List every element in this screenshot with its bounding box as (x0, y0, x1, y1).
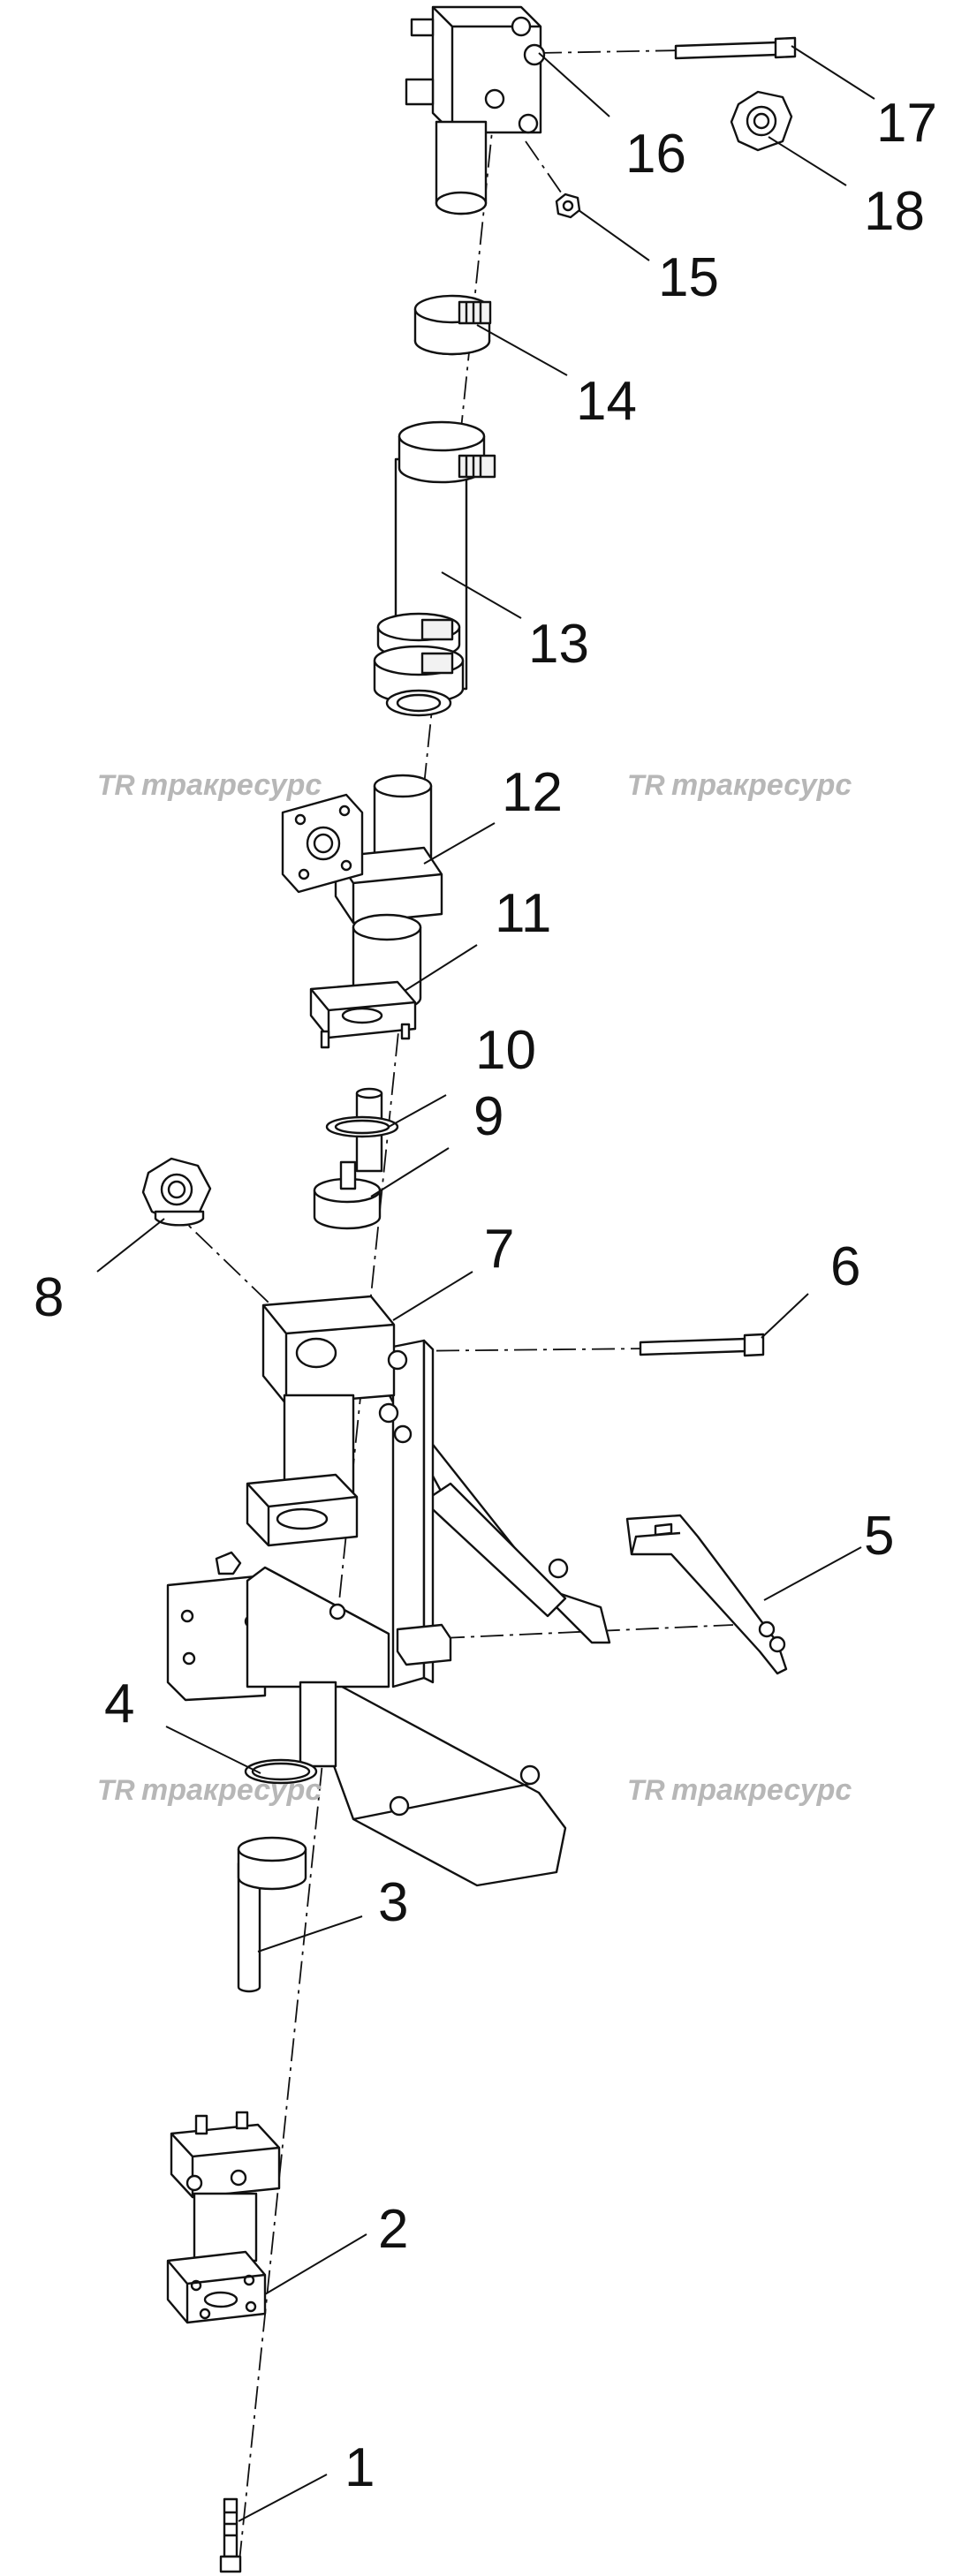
watermark-text: тракресурс (141, 1773, 322, 1807)
part-14-clamp (413, 294, 492, 356)
part-3-shaft (237, 1836, 307, 1993)
part-2-lower-block (166, 2111, 281, 2324)
callout-18: 18 (864, 181, 925, 242)
callout-4: 4 (104, 1673, 134, 1734)
callout-17: 17 (876, 93, 937, 154)
callout-11: 11 (495, 883, 551, 944)
watermark-top-left: TR тракресурс (97, 768, 322, 802)
callout-16: 16 (625, 124, 686, 185)
part-17-bolt (674, 36, 797, 60)
callout-1: 1 (344, 2437, 375, 2498)
watermark-text: тракресурс (671, 1773, 852, 1807)
part-13-tube (373, 420, 496, 717)
part-15-small-nut (555, 193, 581, 219)
watermark-top-right: TR тракресурс (627, 768, 852, 802)
part-4-o-ring (244, 1758, 318, 1785)
callout-6: 6 (830, 1236, 860, 1297)
callout-2: 2 (378, 2199, 408, 2260)
leader-lines (96, 45, 875, 2522)
callout-15: 15 (658, 247, 719, 308)
part-8-hex-nut (141, 1157, 212, 1227)
watermark-logo: TR (97, 1774, 135, 1806)
part-10-pin (325, 1087, 399, 1173)
callout-14: 14 (576, 371, 637, 432)
callout-8: 8 (34, 1267, 64, 1328)
callout-13: 13 (528, 614, 589, 675)
callout-9: 9 (473, 1086, 504, 1147)
part-9-pin-head (313, 1160, 382, 1230)
part-7-frame (166, 1295, 611, 1887)
part-1-bolt (219, 2497, 242, 2573)
watermark-bottom-left: TR тракресурс (97, 1773, 322, 1807)
watermark-logo: TR (627, 769, 665, 801)
part-16-bracket-block (405, 5, 546, 215)
part-5-bracket (625, 1514, 788, 1675)
callout-3: 3 (378, 1872, 408, 1933)
callout-12: 12 (502, 762, 563, 823)
callout-7: 7 (484, 1219, 514, 1280)
watermark-text: тракресурс (671, 768, 852, 802)
part-18-hex-nut (730, 90, 793, 152)
callout-labels: 1 2 3 4 5 6 7 8 9 10 11 12 13 14 15 16 1… (34, 93, 937, 2498)
part-12-flange-body (281, 774, 443, 925)
watermark-logo: TR (97, 769, 135, 801)
watermark-logo: TR (627, 1774, 665, 1806)
part-6-bolt (639, 1333, 765, 1357)
callout-5: 5 (864, 1506, 894, 1567)
watermark-bottom-right: TR тракресурс (627, 1773, 852, 1807)
part-11-sleeve-flange (309, 913, 422, 1049)
watermark-text: тракресурс (141, 768, 322, 802)
callout-10: 10 (475, 1020, 536, 1081)
